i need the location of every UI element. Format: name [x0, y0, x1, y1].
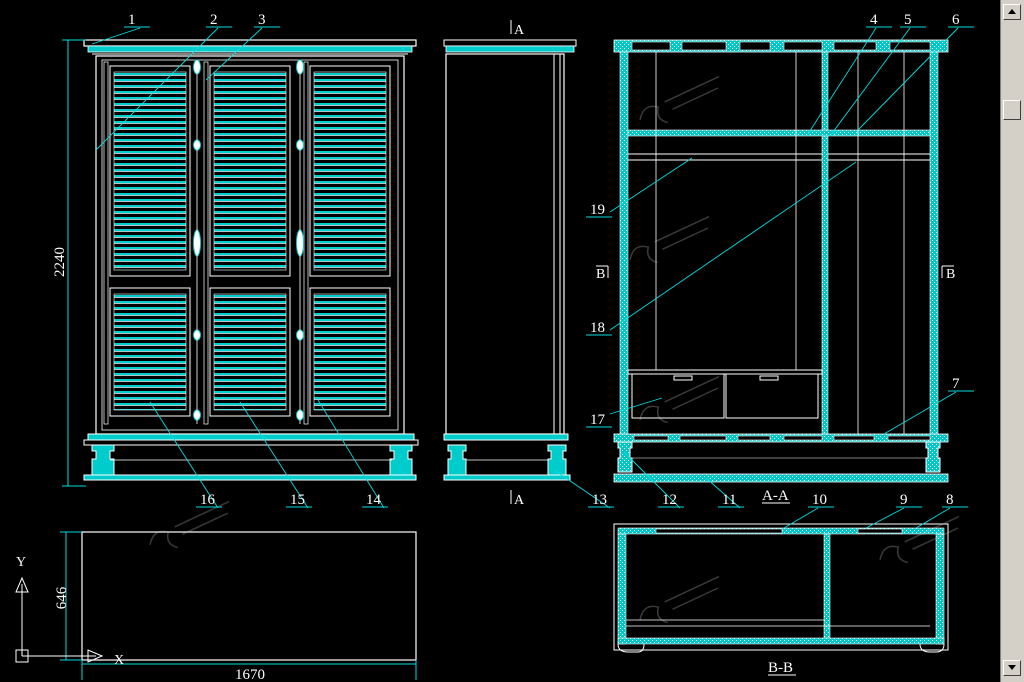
- section-mark-b-right: B: [946, 267, 955, 282]
- axis-x-label: X: [114, 653, 124, 668]
- front-view: 2240: [52, 39, 419, 487]
- door-panel-frame: [209, 65, 291, 277]
- louver-panel: [213, 293, 287, 411]
- axis-y-label: Y: [16, 555, 26, 570]
- scrollbar-thumb[interactable]: [1003, 100, 1021, 120]
- section-mark-a-bottom: A: [514, 493, 525, 508]
- dim-depth: 646: [54, 586, 70, 609]
- door-stile: [203, 61, 209, 425]
- callout-leader-14: [317, 399, 385, 509]
- section-mark-b-left: B: [596, 267, 605, 282]
- door-stile: [103, 61, 109, 425]
- callout-leader-8: [915, 507, 951, 529]
- louver-panel: [313, 293, 387, 411]
- callout-leader-11: [705, 477, 741, 509]
- front-feet: [91, 444, 413, 476]
- section-bb-view: B-B: [613, 523, 949, 676]
- callout-leader-13: [553, 469, 611, 509]
- callout-label-9: 9: [900, 492, 908, 508]
- door-panel-frame: [109, 65, 191, 277]
- callout-label-1: 1: [128, 12, 136, 28]
- section-mark-a-top: A: [514, 23, 525, 38]
- callout-label-19: 19: [590, 202, 605, 218]
- callout-label-12: 12: [662, 492, 677, 508]
- section-aa-view: B B A-A: [596, 39, 955, 504]
- side-view: A A: [443, 20, 577, 508]
- callout-label-16: 16: [200, 492, 216, 508]
- louver-panel: [113, 293, 187, 411]
- vertical-scrollbar[interactable]: [1000, 0, 1024, 682]
- callout-leader-4: [807, 27, 877, 135]
- callout-leader-7: [883, 391, 957, 435]
- drawing-canvas[interactable]: 2240 A A: [0, 0, 1000, 682]
- door-panel-frame: [309, 287, 391, 417]
- callout-label-6: 6: [952, 12, 960, 28]
- door-panel-frame: [109, 287, 191, 417]
- louver-panel: [113, 71, 187, 271]
- watermark-logo-icon: [149, 75, 960, 624]
- callout-label-7: 7: [952, 376, 960, 392]
- callout-label-11: 11: [722, 492, 736, 508]
- door-panel-frame: [209, 287, 291, 417]
- dim-width: 1670: [235, 667, 265, 682]
- louver-panel: [213, 71, 287, 271]
- callout-leader-17: [609, 397, 663, 415]
- callout-leader-3: [205, 27, 263, 81]
- callout-leader-6: [857, 27, 959, 131]
- callout-label-4: 4: [870, 12, 878, 28]
- callout-leader-16: [149, 401, 219, 509]
- callout-label-17: 17: [590, 412, 606, 428]
- callout-label-5: 5: [904, 12, 912, 28]
- callout-label-14: 14: [366, 492, 382, 508]
- plan-view: 646 1670: [54, 531, 417, 682]
- callout-leader-19: [609, 157, 693, 213]
- callout-leader-5: [829, 27, 911, 137]
- callout-label-2: 2: [210, 12, 218, 28]
- callout-leader-15: [239, 401, 309, 509]
- arrow-up-icon[interactable]: [1003, 4, 1021, 20]
- ucs-axis-icon: Y X: [15, 555, 124, 668]
- callout-label-10: 10: [812, 492, 827, 508]
- callout-label-13: 13: [592, 492, 607, 508]
- callout-leader-2: [95, 27, 219, 151]
- callout-leader-1: [91, 27, 141, 45]
- louver-panel: [313, 71, 387, 271]
- callout-leader-12: [623, 451, 681, 509]
- callout-leader-18: [609, 161, 857, 331]
- callout-leader-9: [865, 507, 905, 529]
- door-panel-frame: [309, 65, 391, 277]
- section-title-bb: B-B: [768, 660, 793, 676]
- section-title-aa: A-A: [762, 488, 789, 504]
- callout-label-3: 3: [258, 12, 266, 28]
- door-stile: [303, 61, 309, 425]
- dim-height: 2240: [52, 247, 68, 277]
- callout-leader-10: [783, 507, 819, 529]
- callout-label-8: 8: [946, 492, 954, 508]
- callout-label-15: 15: [290, 492, 305, 508]
- arrow-down-icon[interactable]: [1003, 660, 1021, 676]
- callout-label-18: 18: [590, 320, 605, 336]
